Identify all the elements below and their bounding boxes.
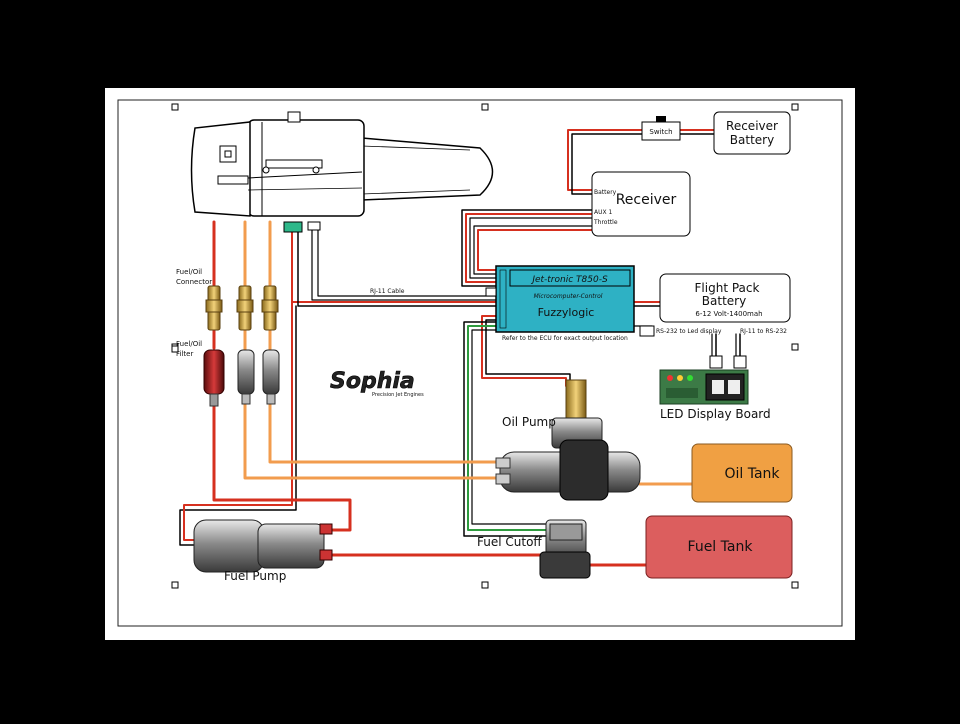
sophia-logo: Sophia Precision Jet Engines [330,369,424,398]
ecu-model-label: Jet-tronic T850-S [530,275,608,285]
receiver-aux-port: AUX 1 [594,209,613,216]
fuel-pump-label: Fuel Pump [224,569,286,583]
rj11-rs232-label: RJ-11 to RS-232 [740,328,787,335]
logo-text: Sophia [330,369,415,394]
rs232-label: RS-232 to Led display [656,328,722,335]
fuel-oil-filters: Fuel/Oil Filter [171,340,280,407]
wiring [179,129,741,546]
diagram-frame [117,99,843,627]
registration-marks [171,103,799,589]
oil-pump-label: Oil Pump [502,415,556,429]
fuel-oil-connectors: Fuel/Oil Connector [176,268,279,331]
fuel-tank: Fuel Tank [645,515,793,579]
fuel-cutoff-label: Fuel Cutoff [477,535,542,549]
flight-pack-label-2: Battery [702,294,746,308]
fuel-oil-filter-label: Fuel/Oil [176,340,202,348]
receiver-battery-label: Receiver [726,119,778,133]
fuel-tank-label: Fuel Tank [688,539,754,555]
fuel-pump: Fuel Pump [193,519,333,583]
jet-engine [190,111,494,233]
led-connector [639,325,655,337]
receiver-throttle-port: Throttle [593,219,618,226]
receiver: Receiver Battery AUX 1 Throttle [591,171,691,237]
receiver-battery-label-2: Battery [730,133,774,147]
fuel-cutoff: Fuel Cutoff [477,519,591,579]
receiver-battery-port: Battery [594,189,617,196]
receiver-battery: Receiver Battery [713,111,791,155]
fuel-oil-filter-label-2: Filter [176,350,193,358]
ecu-sub-label: Microcomputer-Control [534,293,603,300]
flight-pack-battery: Flight Pack Battery 6-12 Volt-1400mah [659,273,791,323]
fuel-oil-connector-label-2: Connector [176,278,212,286]
ecu: Jet-tronic T850-S Microcomputer-Control … [485,265,635,342]
flight-pack-spec: 6-12 Volt-1400mah [695,310,762,318]
rj11-cable-label: RJ-11 Cable [370,288,405,295]
flight-pack-label: Flight Pack [695,281,760,295]
switch: Switch [641,116,681,141]
led-display-board: LED Display Board [659,355,771,421]
oil-tank-label: Oil Tank [724,466,780,482]
oil-pump: Oil Pump [495,379,641,501]
switch-label: Switch [649,128,672,136]
ecu-refer-note: Refer to the ECU for exact output locati… [502,335,628,342]
receiver-label: Receiver [616,192,677,208]
oil-lines [243,220,694,486]
led-board-label: LED Display Board [660,407,771,421]
engine-connector [283,221,303,233]
oil-tank: Oil Tank [691,443,793,503]
logo-subtext: Precision Jet Engines [372,392,424,398]
ecu-brand-label: Fuzzylogic [538,306,595,319]
fuel-oil-connector-label: Fuel/Oil [176,268,202,276]
